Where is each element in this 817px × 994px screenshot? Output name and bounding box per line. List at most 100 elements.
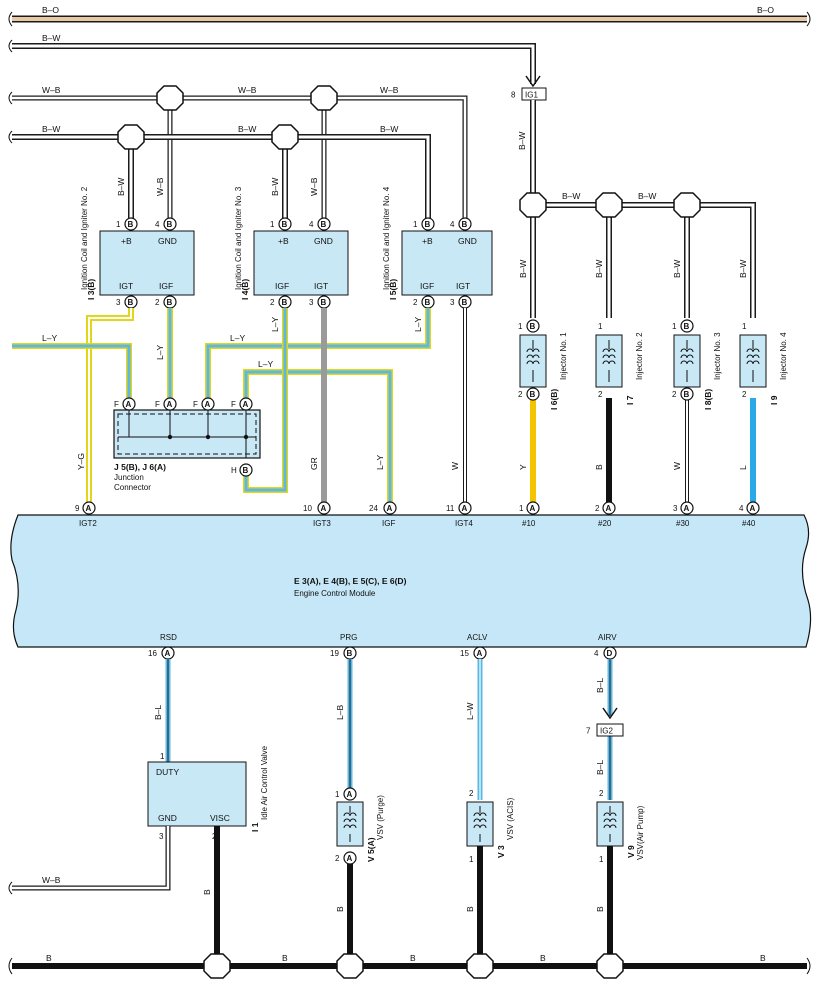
- svg-text:F: F: [193, 400, 198, 409]
- svg-text:B: B: [595, 906, 605, 912]
- injector-no2: 1 2 I 7 Injector No. 2: [595, 322, 644, 405]
- svg-text:2: 2: [595, 504, 600, 513]
- bus-bw-top: B–W: [8, 33, 541, 88]
- svg-text:2: 2: [598, 390, 603, 399]
- svg-text:I 3(B): I 3(B): [86, 279, 96, 300]
- svg-text:Junction: Junction: [114, 473, 144, 482]
- wb-label-1: W–B: [42, 85, 61, 95]
- svg-text:B: B: [684, 322, 690, 331]
- svg-text:A: A: [387, 504, 393, 513]
- svg-text:V 9: V 9: [626, 845, 636, 858]
- svg-text:A: A: [167, 400, 173, 409]
- svg-text:B: B: [530, 322, 536, 331]
- svg-text:B: B: [321, 298, 327, 307]
- svg-text:A: A: [165, 649, 171, 658]
- svg-text:B: B: [347, 649, 353, 658]
- bus-bw-top-label: B–W: [42, 33, 60, 43]
- svg-text:3: 3: [673, 504, 678, 513]
- injectors: Y B W L B 1 B 2 I 6(B) Injector No. 1 1 …: [518, 319, 788, 504]
- wire-iacv-gnd: W–B: [8, 826, 171, 895]
- vsv-acis: 2 1 V 3 VSV (ACIS): [466, 789, 515, 864]
- svg-text:A: A: [606, 504, 612, 513]
- svg-text:W: W: [450, 462, 460, 470]
- svg-text:1: 1: [335, 790, 340, 799]
- coil-pins: B 1 B 4 B 3 B 2 B 1 B 4 B 2 B 3: [116, 217, 472, 309]
- svg-text:Injector No. 3: Injector No. 3: [713, 332, 722, 380]
- svg-text:I 4(B): I 4(B): [240, 279, 250, 300]
- svg-text:1: 1: [599, 855, 604, 864]
- svg-text:J 5(B), J 6(A): J 5(B), J 6(A): [114, 462, 166, 472]
- svg-text:B: B: [128, 220, 134, 229]
- svg-text:L–Y: L–Y: [42, 333, 57, 343]
- svg-text:4: 4: [594, 649, 599, 658]
- svg-text:W–B: W–B: [309, 177, 319, 196]
- svg-text:B–L: B–L: [595, 760, 605, 775]
- svg-text:Connector: Connector: [114, 483, 151, 492]
- coil-no2-name: Ignition Coil and Igniter No. 2: [80, 186, 89, 290]
- ig1-label: IG1: [525, 91, 538, 100]
- svg-text:3: 3: [450, 298, 455, 307]
- injector-no3: B 1 B 2 I 8(B) Injector No. 3: [672, 319, 722, 410]
- ecm-top-pins: A 9 IGT2 A 10 IGT3 A 24 IGF A 11 IGT4 A …: [75, 501, 760, 528]
- inj-bw-label-1: B–W: [562, 191, 580, 201]
- svg-text:1: 1: [116, 220, 121, 229]
- svg-text:A: A: [86, 504, 92, 513]
- svg-text:I 9: I 9: [769, 395, 779, 405]
- svg-text:AIRV: AIRV: [598, 633, 617, 642]
- injector-no4: 1 2 I 9 Injector No. 4: [739, 322, 788, 405]
- svg-text:1: 1: [469, 855, 474, 864]
- svg-text:7: 7: [586, 727, 591, 736]
- svg-text:ACLV: ACLV: [467, 633, 488, 642]
- ecm-title: E 3(A), E 4(B), E 5(C), E 6(D): [294, 576, 407, 586]
- svg-text:1: 1: [519, 504, 524, 513]
- svg-text:B: B: [410, 953, 416, 963]
- splice-nodes: [117, 85, 701, 218]
- svg-text:B: B: [335, 906, 345, 912]
- svg-text:B: B: [425, 298, 431, 307]
- svg-text:F: F: [155, 400, 160, 409]
- svg-text:GND: GND: [158, 236, 177, 246]
- svg-text:2: 2: [335, 854, 340, 863]
- splice-node: [117, 124, 145, 150]
- svg-text:VSV (ACIS): VSV (ACIS): [506, 797, 515, 840]
- ground-wires: [214, 826, 613, 966]
- svg-text:B: B: [243, 466, 249, 475]
- inj-bw-label-2: B–W: [638, 191, 656, 201]
- svg-text:B: B: [760, 953, 766, 963]
- svg-text:+B: +B: [121, 236, 132, 246]
- svg-text:VSV (Purge): VSV (Purge): [376, 795, 385, 840]
- svg-text:Ignition Coil and Igniter No.: Ignition Coil and Igniter No. 3: [234, 186, 243, 290]
- svg-text:1: 1: [518, 322, 523, 331]
- svg-text:2: 2: [742, 390, 747, 399]
- svg-text:B–W: B–W: [672, 260, 682, 278]
- splice-node: [595, 192, 623, 218]
- svg-text:L–Y: L–Y: [155, 345, 165, 360]
- ig1-pin: 8: [511, 91, 516, 100]
- svg-text:Idle Air Control Valve: Idle Air Control Valve: [260, 745, 269, 820]
- svg-text:11: 11: [446, 504, 455, 513]
- svg-text:F: F: [114, 400, 119, 409]
- splice-node: [271, 124, 299, 150]
- svg-text:2: 2: [672, 390, 677, 399]
- svg-text:B: B: [167, 220, 173, 229]
- svg-text:2: 2: [270, 298, 275, 307]
- svg-text:B: B: [282, 220, 288, 229]
- svg-text:2: 2: [518, 390, 523, 399]
- svg-text:IGF: IGF: [420, 281, 434, 291]
- svg-text:L: L: [738, 465, 748, 470]
- svg-text:B–W: B–W: [594, 260, 604, 278]
- svg-text:Ignition Coil and Igniter No.: Ignition Coil and Igniter No. 4: [382, 186, 391, 290]
- coil-no4: +B GND IGF IGT I 5(B) Ignition Coil and …: [382, 186, 493, 300]
- bus-bo: B–O B–O: [8, 5, 811, 27]
- svg-text:B: B: [282, 298, 288, 307]
- junction-connector: A F A F A F A F B H J 5(B), J 6(A) Junct…: [113, 397, 261, 492]
- svg-text:B–L: B–L: [153, 705, 163, 720]
- svg-text:I 6(B): I 6(B): [549, 389, 559, 410]
- svg-text:L–Y: L–Y: [375, 455, 385, 470]
- svg-text:2: 2: [413, 298, 418, 307]
- svg-text:A: A: [462, 504, 468, 513]
- coil-no2-name-text: Ignition Coil and Igniter No. 2: [80, 186, 89, 290]
- svg-text:IGF: IGF: [275, 281, 289, 291]
- svg-text:GND: GND: [158, 813, 177, 823]
- svg-text:L–Y: L–Y: [258, 359, 273, 369]
